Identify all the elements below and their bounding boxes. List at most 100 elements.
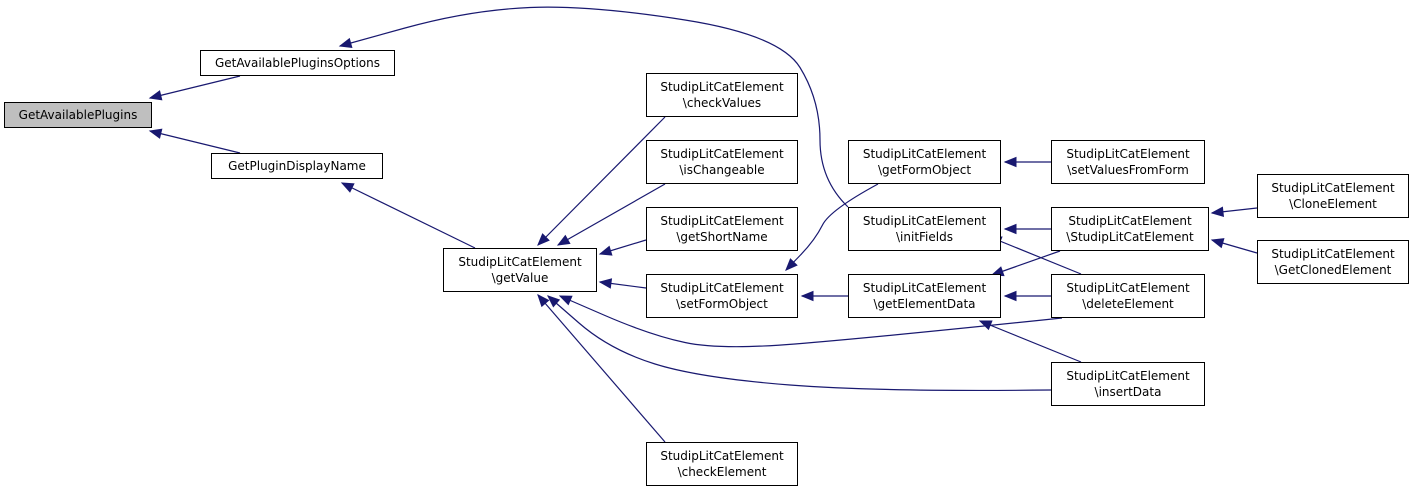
- node-label-method: \StudipLitCatElement: [1066, 230, 1194, 244]
- edge-line: [341, 182, 476, 249]
- node-label-method: \checkValues: [682, 96, 762, 110]
- arrowhead: [1210, 206, 1225, 217]
- edge-inf-to-gapo: [338, 6, 849, 208]
- node-label-class: StudipLitCatElement: [1068, 214, 1192, 228]
- node-get-value[interactable]: StudipLitCatElement \getValue: [443, 248, 597, 292]
- node-label-method: \getElementData: [873, 297, 976, 311]
- node-set-values-from-form[interactable]: StudipLitCatElement \setValuesFromForm: [1051, 140, 1205, 184]
- node-delete-element[interactable]: StudipLitCatElement \deleteElement: [1051, 274, 1205, 318]
- node-get-available-plugins-options[interactable]: GetAvailablePluginsOptions: [200, 50, 395, 76]
- edge-gapo-to-gap: [148, 75, 241, 101]
- node-label-class: StudipLitCatElement: [1271, 247, 1395, 261]
- node-is-changeable[interactable]: StudipLitCatElement \isChangeable: [646, 140, 798, 184]
- node-label-method: \isChangeable: [679, 163, 765, 177]
- arrowhead: [340, 182, 355, 193]
- edge-slce-to-ged: [990, 250, 1061, 277]
- arrowhead: [338, 37, 353, 48]
- edge-ged-to-sfo: [800, 290, 848, 302]
- node-label-class: StudipLitCatElement: [1066, 369, 1190, 383]
- edge-line: [557, 183, 666, 246]
- edge-line: [537, 294, 666, 443]
- node-label-method: \getValue: [491, 271, 549, 285]
- node-set-form-object[interactable]: StudipLitCatElement \setFormObject: [646, 274, 798, 318]
- node-label-method: \CloneElement: [1289, 197, 1377, 211]
- node-get-short-name[interactable]: StudipLitCatElement \getShortName: [646, 207, 798, 251]
- node-get-form-object[interactable]: StudipLitCatElement \getFormObject: [848, 140, 1001, 184]
- node-clone-element[interactable]: StudipLitCatElement \CloneElement: [1257, 174, 1409, 218]
- node-label-method: \GetClonedElement: [1274, 263, 1392, 277]
- edge-line: [339, 6, 849, 208]
- edge-ind-to-ged: [978, 320, 1082, 363]
- node-init-fields[interactable]: StudipLitCatElement \initFields: [848, 207, 1001, 251]
- edge-line: [547, 295, 1052, 392]
- node-studip-lit-cat-element[interactable]: StudipLitCatElement \StudipLitCatElement: [1051, 207, 1209, 251]
- arrowhead: [1003, 223, 1017, 235]
- node-label-method: \getShortName: [676, 230, 768, 244]
- arrowhead: [537, 294, 550, 308]
- arrowhead: [558, 295, 573, 306]
- arrowhead: [148, 128, 163, 139]
- edge-line: [149, 130, 241, 154]
- edge-ind-to-gv: [547, 295, 1052, 392]
- edge-line: [785, 183, 879, 271]
- arrowhead: [785, 258, 798, 271]
- node-label: GetPluginDisplayName: [228, 159, 366, 173]
- node-check-element[interactable]: StudipLitCatElement \checkElement: [646, 442, 798, 486]
- arrowhead: [800, 290, 814, 302]
- edge-ic-to-gv: [556, 183, 666, 246]
- edge-gsn-to-gv: [598, 239, 647, 256]
- edge-line: [537, 116, 666, 246]
- node-label-method: \insertData: [1094, 385, 1162, 399]
- edge-de-to-ged: [1003, 290, 1051, 302]
- node-get-cloned-element[interactable]: StudipLitCatElement \GetClonedElement: [1257, 240, 1409, 284]
- arrowhead: [1003, 290, 1017, 302]
- edge-line: [989, 236, 1082, 275]
- node-label-class: StudipLitCatElement: [1271, 181, 1395, 195]
- node-label-class: StudipLitCatElement: [1066, 281, 1190, 295]
- node-label-class: StudipLitCatElement: [862, 281, 987, 295]
- arrowhead: [978, 320, 993, 331]
- node-label-method: \initFields: [896, 230, 953, 244]
- node-label-class: StudipLitCatElement: [862, 147, 987, 161]
- edge-line: [149, 75, 241, 99]
- arrowhead: [556, 234, 571, 246]
- node-label-class: StudipLitCatElement: [660, 281, 784, 295]
- edge-clone-to-slce: [1210, 206, 1258, 217]
- arrowhead: [598, 278, 613, 289]
- node-label-method: \getFormObject: [877, 163, 972, 177]
- edge-de-to-gv: [558, 295, 1063, 348]
- edge-gv-to-gpdn: [340, 182, 476, 249]
- arrowhead: [148, 90, 163, 101]
- edge-slce-to-inf: [1003, 223, 1051, 235]
- node-check-values[interactable]: StudipLitCatElement \checkValues: [646, 73, 798, 117]
- node-label: GetAvailablePlugins: [18, 108, 138, 122]
- node-label-method: \deleteElement: [1082, 297, 1174, 311]
- node-label-class: StudipLitCatElement: [660, 214, 784, 228]
- arrowhead: [1210, 238, 1225, 249]
- arrowhead: [598, 245, 613, 256]
- node-get-available-plugins[interactable]: GetAvailablePlugins: [4, 102, 152, 128]
- node-label-class: StudipLitCatElement: [660, 449, 784, 463]
- edge-svff-to-gfo: [1003, 156, 1051, 168]
- node-label-class: StudipLitCatElement: [862, 214, 987, 228]
- node-insert-data[interactable]: StudipLitCatElement \insertData: [1051, 362, 1205, 406]
- node-label-class: StudipLitCatElement: [660, 147, 784, 161]
- node-label-class: StudipLitCatElement: [1066, 147, 1190, 161]
- node-label: GetAvailablePluginsOptions: [215, 56, 380, 70]
- arrowhead: [547, 295, 561, 308]
- edge-gpdn-to-gap: [148, 128, 241, 154]
- node-get-plugin-display-name[interactable]: GetPluginDisplayName: [211, 153, 383, 179]
- node-label-method: \setValuesFromForm: [1067, 163, 1189, 177]
- edge-line: [559, 295, 1063, 348]
- arrowhead: [1003, 156, 1017, 168]
- node-get-element-data[interactable]: StudipLitCatElement \getElementData: [848, 274, 1001, 318]
- edge-cv-to-gv: [537, 116, 666, 246]
- edge-sfo-to-gv: [598, 278, 647, 289]
- edge-line: [991, 250, 1061, 276]
- node-label-method: \setFormObject: [676, 297, 768, 311]
- edge-gfo-to-sfo: [785, 183, 879, 271]
- edge-gce-to-slce: [1210, 238, 1258, 254]
- edge-ce-to-gv: [537, 294, 666, 443]
